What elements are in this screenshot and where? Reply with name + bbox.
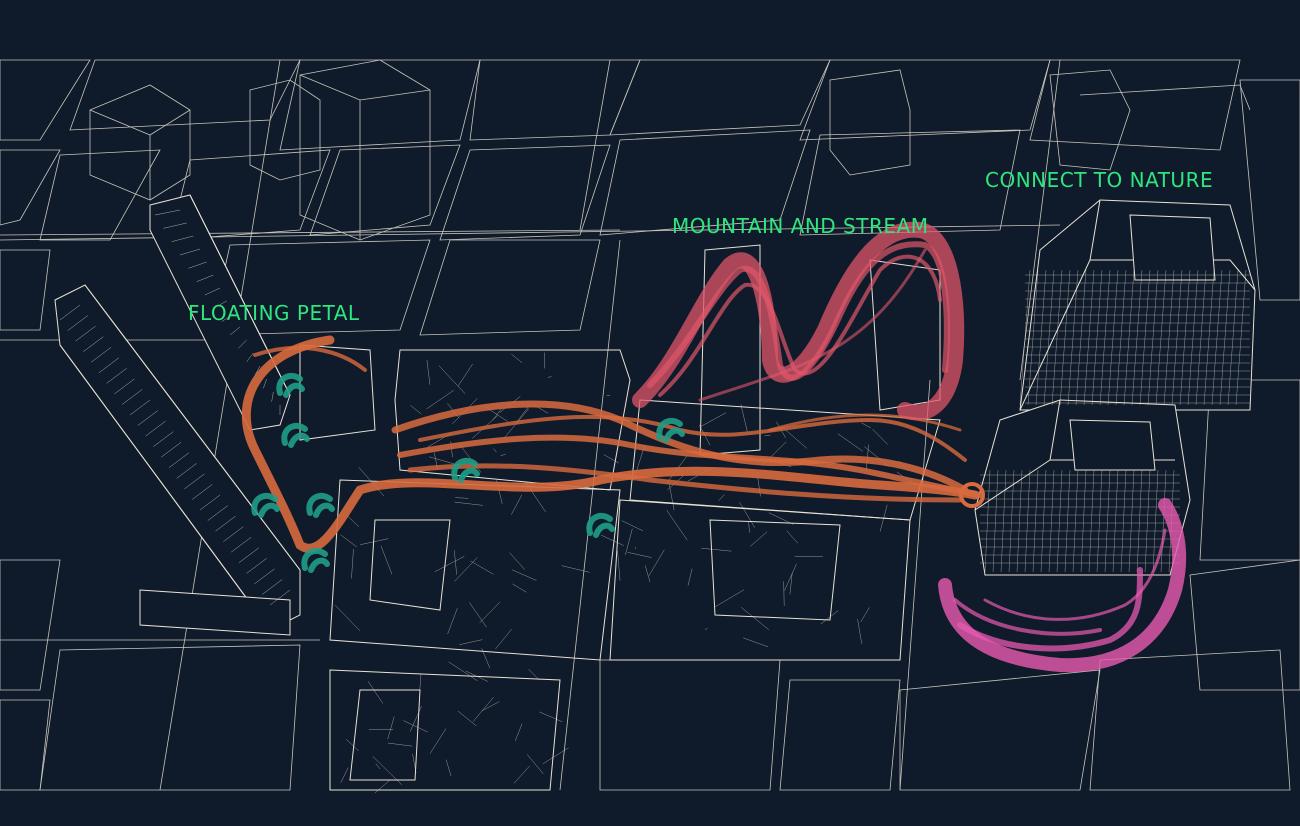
mountain-and-stream-label: MOUNTAIN AND STREAM <box>672 214 929 238</box>
right-towers <box>974 199 1256 576</box>
left-towers <box>54 194 301 636</box>
nature-brush-strokes <box>938 498 1187 673</box>
floating-petal-label: FLOATING PETAL <box>188 301 360 325</box>
city-blocks <box>0 59 1300 791</box>
connect-to-nature-label: CONNECT TO NATURE <box>985 168 1214 192</box>
mountain-brush-strokes <box>632 221 965 421</box>
right-tower-facade-grid <box>980 269 1250 573</box>
central-blocks <box>299 244 941 791</box>
floating-petal-glyphs <box>251 372 685 573</box>
stream-flow-strokes <box>241 335 985 553</box>
left-tower-facade-lines <box>59 209 291 606</box>
central-block-triangulation <box>334 352 915 794</box>
